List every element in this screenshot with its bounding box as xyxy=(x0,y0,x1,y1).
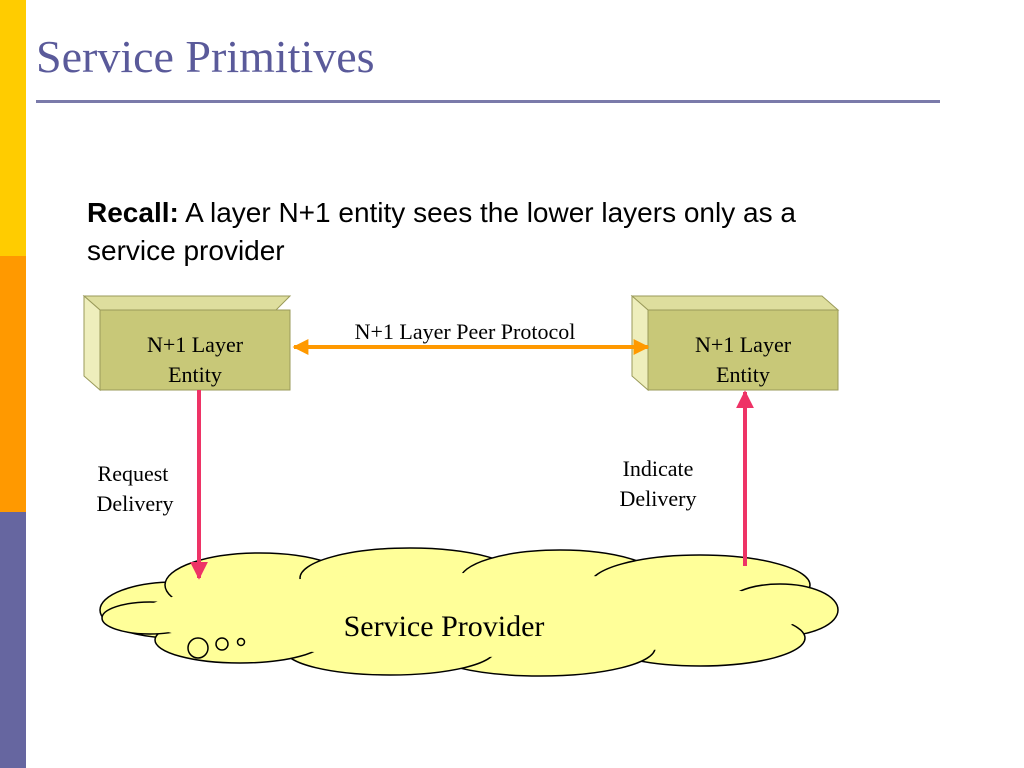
peer-protocol-label: N+1 Layer Peer Protocol xyxy=(355,319,576,344)
left-entity-label-line2: Entity xyxy=(168,362,222,387)
request-delivery-label-line2: Delivery xyxy=(97,491,174,516)
service-provider-cloud: Service Provider xyxy=(99,547,839,677)
right-entity-box: N+1 Layer Entity xyxy=(630,294,840,392)
slide-title: Service Primitives xyxy=(36,31,375,82)
indicate-delivery-label-line2: Delivery xyxy=(620,486,697,511)
right-entity-label-line1: N+1 Layer xyxy=(695,332,792,357)
recall-paragraph: Recall: A layer N+1 entity sees the lowe… xyxy=(87,194,987,270)
right-entity-label-line2: Entity xyxy=(716,362,770,387)
left-entity-label-line1: N+1 Layer xyxy=(147,332,244,357)
left-entity-box: N+1 Layer Entity xyxy=(82,294,292,392)
sidebar-accent-yellow xyxy=(0,0,26,256)
title-underline xyxy=(36,100,940,103)
service-provider-label: Service Provider xyxy=(344,610,545,643)
recall-text-line2: service provider xyxy=(87,235,285,266)
sidebar-accent-purple xyxy=(0,512,26,768)
recall-text-line1: A layer N+1 entity sees the lower layers… xyxy=(178,197,796,228)
sidebar-accent-orange xyxy=(0,256,26,512)
indicate-delivery-label-line1: Indicate xyxy=(623,456,694,481)
request-delivery-label-line1: Request xyxy=(98,461,169,486)
recall-label: Recall: xyxy=(87,197,179,228)
